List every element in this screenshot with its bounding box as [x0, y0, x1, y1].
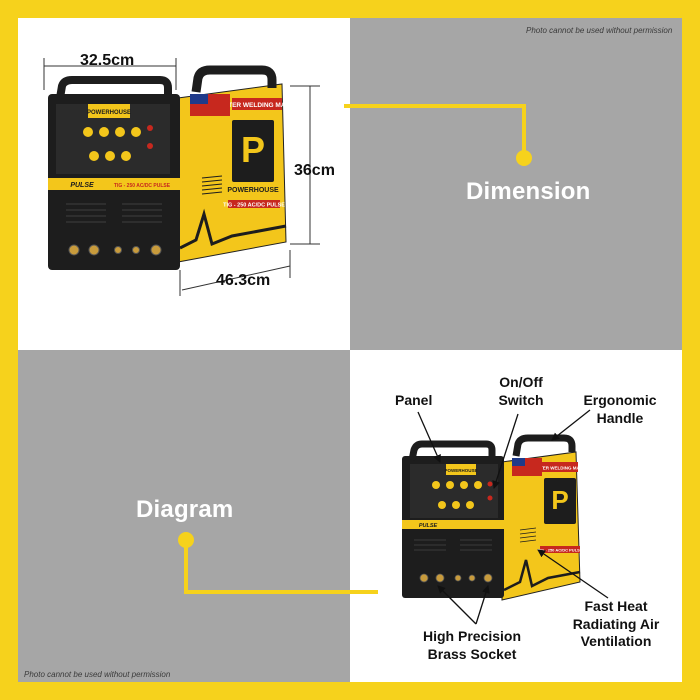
- front-brand-diagram: POWERHOUSE: [444, 468, 477, 473]
- diagram-label-panel: [18, 350, 350, 682]
- callout-socket-line1: High Precision: [422, 628, 522, 644]
- welder-machine-dimension: INVERTER WELDING MACHINE P POWERHOUSE TI…: [48, 65, 306, 270]
- callout-on-off-line1: On/Off: [499, 374, 543, 390]
- brass-sockets-diagram: [419, 573, 493, 583]
- callout-air-ventilation: Fast Heat Radiating Air Ventilation: [564, 598, 668, 651]
- callout-ergonomic-handle: Ergonomic Handle: [578, 392, 662, 427]
- callout-on-off-switch: On/Off Switch: [490, 374, 552, 409]
- copyright-notice-bottom: Photo cannot be used without permission: [24, 670, 171, 679]
- side-logo-letter-diagram: P: [551, 485, 568, 515]
- dimension-guides: [43, 58, 320, 296]
- front-series-dim: PULSE: [70, 182, 94, 189]
- callout-vent-line1: Fast Heat: [584, 598, 648, 614]
- height-dimension-label: 36cm: [294, 162, 335, 179]
- side-type-text-dim: INVERTER WELDING MACHINE: [208, 102, 306, 109]
- callout-arrows: [417, 409, 609, 625]
- front-handle-dim: [56, 76, 172, 99]
- width-dimension-label: 32.5cm: [80, 52, 135, 69]
- side-model-diagram: TIG - 250 AC/DC PULSE: [538, 548, 583, 553]
- side-logo-letter-dim: P: [241, 129, 265, 170]
- rear-handle-dim: [191, 65, 277, 93]
- depth-dimension-label: 46.3cm: [216, 272, 271, 289]
- copyright-notice-top: Photo cannot be used without permission: [526, 26, 673, 35]
- dimension-heading: Dimension: [466, 178, 591, 205]
- connector-dimension: [344, 104, 532, 166]
- callout-socket-line2: Brass Socket: [427, 645, 517, 662]
- welder-machine-diagram: INVERTER WELDING MACHINE P TIG - 250 AC/…: [402, 434, 594, 601]
- connector-diagram: [178, 532, 378, 594]
- dimension-label-panel: [350, 18, 682, 350]
- callout-handle-line2: Handle: [596, 409, 644, 426]
- side-brand-dim: POWERHOUSE: [227, 187, 279, 194]
- callout-handle-line1: Ergonomic: [583, 392, 657, 408]
- brass-sockets-dim: [68, 244, 162, 256]
- callout-vent-line2: Radiating Air: [572, 615, 660, 632]
- front-handle-diagram: [408, 440, 496, 461]
- diagram-heading: Diagram: [136, 496, 234, 523]
- callout-vent-line3: Ventilation: [580, 633, 652, 649]
- callout-brass-socket: High Precision Brass Socket: [412, 628, 532, 663]
- rear-handle-diagram: [512, 434, 576, 457]
- callout-on-off-line2: Switch: [498, 391, 544, 408]
- front-model-dim: TIG - 250 AC/DC PULSE: [114, 183, 171, 189]
- side-model-dim: TIG - 250 AC/DC PULSE: [223, 203, 285, 209]
- callout-panel: Panel: [395, 392, 433, 408]
- front-brand-dim: POWERHOUSE: [87, 110, 131, 116]
- front-series-diagram: PULSE: [419, 523, 438, 529]
- side-type-text-diagram: INVERTER WELDING MACHINE: [526, 466, 594, 471]
